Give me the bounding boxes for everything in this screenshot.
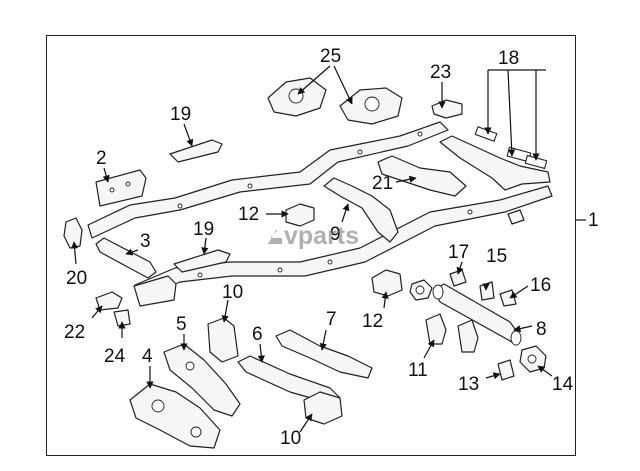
callout-18: 18 — [498, 48, 519, 69]
callout-6: 6 — [252, 324, 263, 345]
frame-rail-upper — [87, 121, 449, 239]
callout-11: 11 — [408, 360, 428, 381]
callout-15: 15 — [486, 246, 507, 267]
callout-10-upper: 10 — [222, 282, 243, 303]
crossmember-9 — [323, 177, 399, 243]
watermark-text: vparts — [284, 222, 359, 250]
callout-4: 4 — [142, 346, 153, 367]
part-2 — [95, 169, 147, 207]
callout-24: 24 — [104, 346, 126, 367]
part-25 — [267, 77, 403, 125]
callout-8: 8 — [536, 319, 547, 340]
part-8 — [432, 283, 522, 346]
part-13 — [497, 359, 515, 381]
callout-3: 3 — [140, 231, 151, 252]
frame-rail-lower — [134, 185, 553, 299]
callout-7: 7 — [326, 309, 337, 330]
callout-1: 1 — [588, 210, 599, 231]
part-12-right — [371, 269, 403, 297]
leader-lines — [71, 65, 553, 433]
callout-19-upper: 19 — [170, 104, 191, 125]
callout-14: 14 — [552, 374, 574, 395]
part-22 — [95, 291, 123, 311]
part-7 — [275, 329, 373, 379]
callout-5: 5 — [176, 314, 187, 335]
callout-9: 9 — [330, 224, 341, 245]
part-10-lower — [303, 391, 343, 425]
callout-17: 17 — [448, 242, 469, 263]
callout-25: 25 — [320, 46, 341, 67]
callout-23: 23 — [430, 62, 451, 83]
callout-21: 21 — [372, 173, 393, 194]
part-3 — [95, 237, 157, 279]
part-5 — [163, 343, 241, 417]
callout-12-right: 12 — [362, 311, 383, 332]
part-19-upper — [169, 139, 223, 163]
part-16 — [499, 289, 517, 307]
callout-10-lower: 10 — [280, 428, 301, 449]
callout-13: 13 — [458, 374, 479, 395]
front-bracket — [133, 275, 177, 307]
part-4 — [129, 383, 221, 449]
callout-labels: 25 23 18 19 2 21 12 9 19 3 20 10 12 17 1… — [64, 46, 599, 449]
rear-crossmember-18 — [439, 126, 551, 191]
part-23 — [431, 99, 463, 119]
callout-2: 2 — [96, 148, 107, 169]
callout-19-lower: 19 — [193, 219, 214, 240]
part-11 — [425, 313, 479, 353]
callout-20: 20 — [66, 268, 87, 289]
diagram-frame — [46, 35, 576, 456]
part-14 — [519, 345, 547, 373]
callout-22: 22 — [64, 322, 85, 343]
part-12-left — [285, 203, 315, 227]
callout-12-left: 12 — [238, 204, 259, 225]
rail-clip — [507, 209, 525, 225]
crossmember-21 — [377, 155, 467, 197]
watermark-logo-icon — [262, 230, 282, 244]
part-10-upper — [207, 317, 239, 363]
part-24 — [113, 309, 131, 327]
part-20 — [63, 217, 83, 249]
ring-part — [409, 279, 433, 301]
callout-16: 16 — [530, 275, 551, 296]
watermark: vparts — [262, 222, 359, 250]
part-19-lower — [173, 249, 231, 273]
part-15 — [479, 281, 495, 301]
